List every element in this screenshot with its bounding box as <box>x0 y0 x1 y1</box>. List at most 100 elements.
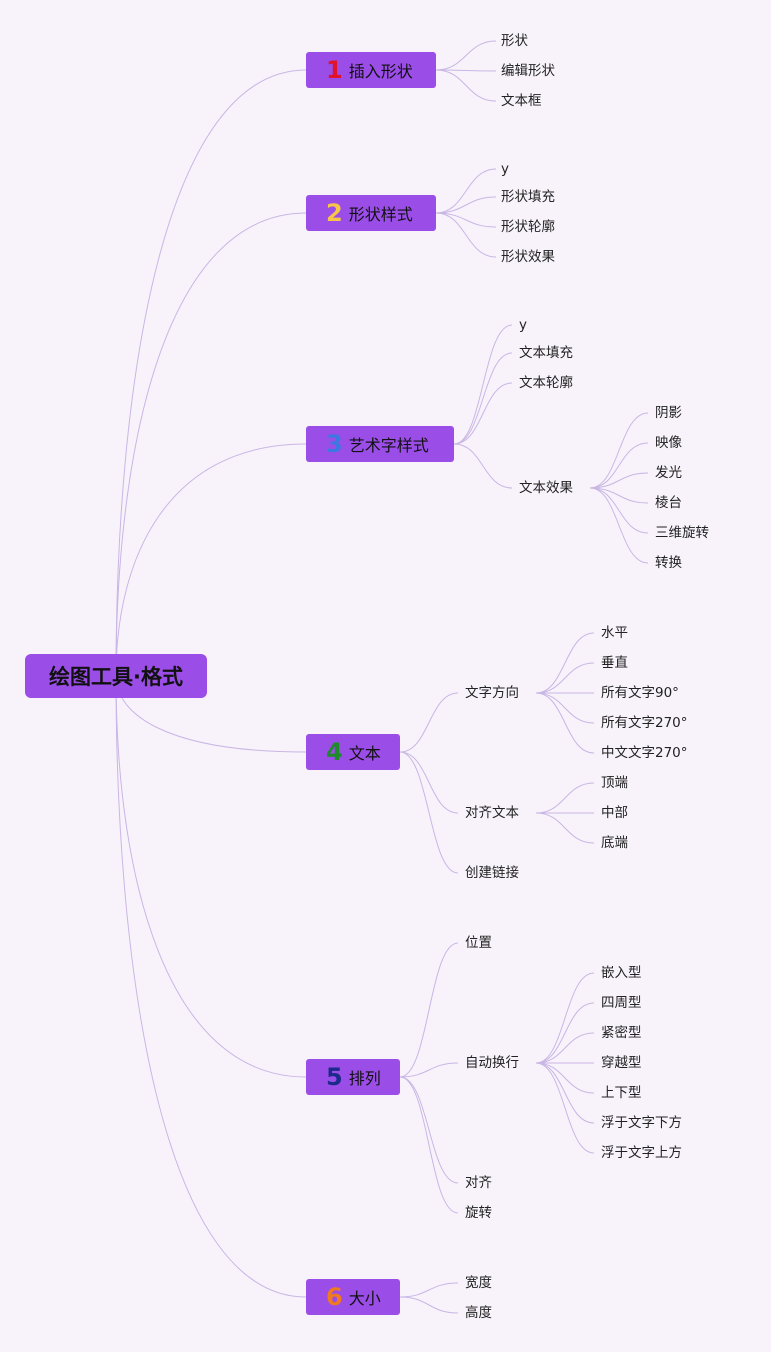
root-node[interactable]: 绘图工具·格式 <box>25 654 207 698</box>
leaf-subitem[interactable]: 顶端 <box>601 775 628 791</box>
leaf-item[interactable]: 文本轮廓 <box>519 375 573 391</box>
leaf-subitem[interactable]: 所有文字270° <box>601 715 688 731</box>
branch-number: 5 <box>326 1063 343 1091</box>
leaf-item[interactable]: 形状 <box>501 33 528 49</box>
connector-line <box>399 692 459 753</box>
connector-line <box>589 487 649 534</box>
branch-arrange[interactable]: 5 排列 <box>306 1059 400 1095</box>
connector-line <box>535 692 595 754</box>
leaf-item[interactable]: 文本框 <box>501 93 542 109</box>
branch-number: 3 <box>326 430 343 458</box>
connector-line <box>535 1062 595 1154</box>
connector-line <box>535 1062 595 1094</box>
leaf-subitem[interactable]: 转换 <box>655 555 682 571</box>
connector-line <box>399 1076 459 1184</box>
leaf-item[interactable]: 对齐文本 <box>465 805 519 821</box>
connector-line <box>589 472 649 489</box>
connector-line <box>535 1062 595 1124</box>
branch-label: 艺术字样式 <box>348 436 429 455</box>
leaf-item[interactable]: 形状效果 <box>501 249 555 265</box>
leaf-subitem[interactable]: 垂直 <box>601 655 628 671</box>
connector-line <box>535 632 595 694</box>
branch-number: 1 <box>326 56 343 84</box>
leaf-item[interactable]: 形状填充 <box>501 189 555 205</box>
connector-line <box>535 1032 595 1064</box>
connector-line <box>535 782 595 814</box>
connector-line <box>535 972 595 1064</box>
connector-line <box>399 751 459 814</box>
leaf-subitem[interactable]: 阴影 <box>655 405 682 421</box>
connector-line <box>589 412 649 489</box>
connector-line <box>399 1076 459 1214</box>
leaf-item[interactable]: 文本填充 <box>519 345 573 361</box>
connector-line <box>115 675 307 1298</box>
connector-line <box>535 812 595 844</box>
branch-label: 大小 <box>348 1289 381 1308</box>
leaf-subitem[interactable]: 映像 <box>655 435 682 451</box>
branch-wordart-style[interactable]: 3 艺术字样式 <box>306 426 454 462</box>
connector-line <box>453 382 513 445</box>
connector-line <box>399 1296 459 1314</box>
connector-line <box>435 40 497 71</box>
leaf-item[interactable]: 旋转 <box>465 1205 492 1221</box>
connector-line <box>453 324 513 445</box>
leaf-subitem[interactable]: 底端 <box>601 835 628 851</box>
branch-text[interactable]: 4 文本 <box>306 734 400 770</box>
leaf-item[interactable]: y <box>501 161 509 177</box>
leaf-subitem[interactable]: 中文文字270° <box>601 745 688 761</box>
leaf-item[interactable]: 宽度 <box>465 1275 492 1291</box>
branch-label: 形状样式 <box>348 205 413 224</box>
branch-insert-shape[interactable]: 1 插入形状 <box>306 52 436 88</box>
branch-number: 2 <box>326 199 343 227</box>
connector-line <box>399 1282 459 1298</box>
connector-line <box>435 69 497 102</box>
branch-shape-style[interactable]: 2 形状样式 <box>306 195 436 231</box>
leaf-subitem[interactable]: 穿越型 <box>601 1055 642 1071</box>
leaf-item[interactable]: 创建链接 <box>465 865 519 881</box>
leaf-item[interactable]: 文本效果 <box>519 480 573 496</box>
connector-line <box>535 1002 595 1064</box>
connector-line <box>435 196 497 214</box>
leaf-item[interactable]: 编辑形状 <box>501 63 555 79</box>
leaf-item[interactable]: 自动换行 <box>465 1055 519 1071</box>
leaf-subitem[interactable]: 上下型 <box>601 1085 642 1101</box>
leaf-item[interactable]: 高度 <box>465 1305 492 1321</box>
branch-label: 排列 <box>348 1069 381 1088</box>
leaf-item[interactable]: 文字方向 <box>465 685 519 701</box>
connector-line <box>453 443 513 489</box>
leaf-item[interactable]: 形状轮廓 <box>501 219 555 235</box>
connector-line <box>435 212 497 228</box>
connector-line <box>115 212 307 677</box>
branch-size[interactable]: 6 大小 <box>306 1279 400 1315</box>
leaf-subitem[interactable]: 嵌入型 <box>601 965 642 981</box>
leaf-subitem[interactable]: 三维旋转 <box>655 525 709 541</box>
branch-label: 文本 <box>348 744 381 763</box>
leaf-subitem[interactable]: 棱台 <box>655 495 682 511</box>
leaf-subitem[interactable]: 中部 <box>601 805 628 821</box>
connector-line <box>589 487 649 504</box>
connector-line <box>399 751 459 874</box>
leaf-subitem[interactable]: 浮于文字上方 <box>601 1145 682 1161</box>
leaf-item[interactable]: 位置 <box>465 935 492 951</box>
leaf-subitem[interactable]: 紧密型 <box>601 1025 642 1041</box>
connector-line <box>453 352 513 445</box>
leaf-item[interactable]: 对齐 <box>465 1175 492 1191</box>
branch-number: 4 <box>326 738 343 766</box>
connector-line <box>535 662 595 694</box>
leaf-subitem[interactable]: 发光 <box>655 465 682 481</box>
connector-line <box>399 942 459 1078</box>
branch-label: 插入形状 <box>348 62 413 81</box>
branch-number: 6 <box>326 1283 343 1311</box>
leaf-subitem[interactable]: 所有文字90° <box>601 685 679 701</box>
connector-line <box>399 1062 459 1078</box>
connector-line <box>435 168 497 214</box>
leaf-subitem[interactable]: 浮于文字下方 <box>601 1115 682 1131</box>
connector-line <box>435 69 497 72</box>
connector-line <box>115 675 307 1078</box>
leaf-item[interactable]: y <box>519 317 527 333</box>
connector-line <box>435 212 497 258</box>
leaf-subitem[interactable]: 四周型 <box>601 995 642 1011</box>
connector-line <box>115 443 307 677</box>
leaf-subitem[interactable]: 水平 <box>601 625 628 641</box>
